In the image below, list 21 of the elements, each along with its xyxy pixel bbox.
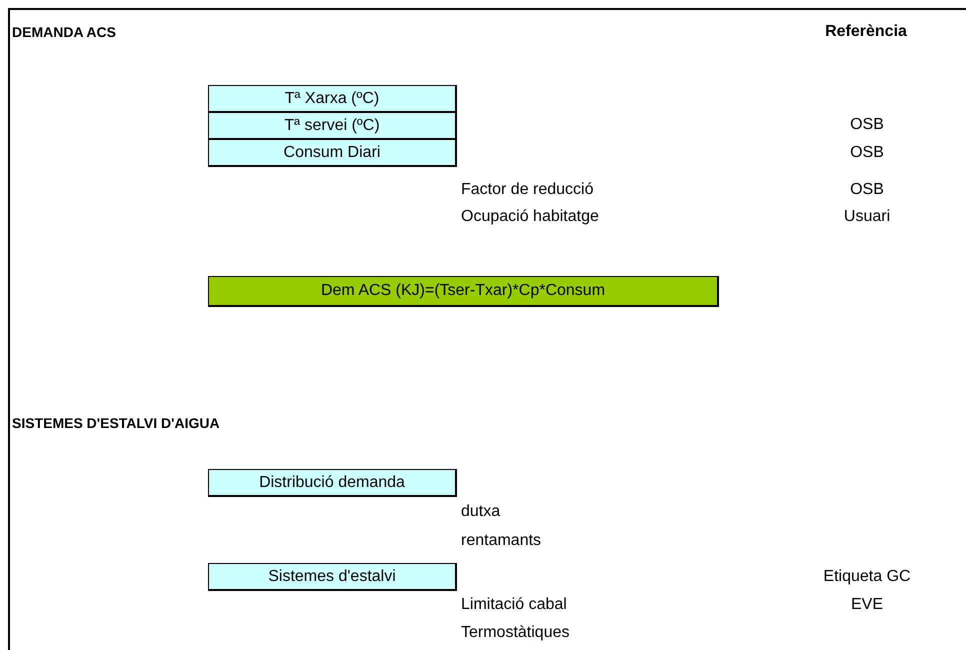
input-box: Tª Xarxa (ºC) <box>208 85 457 113</box>
reference-text: Usuari <box>844 207 890 227</box>
column-heading: Referència <box>825 22 907 42</box>
reference-text: Etiqueta GC <box>823 567 911 587</box>
section-heading: SISTEMES D'ESTALVI D'AIGUA <box>12 414 220 433</box>
item-text: dutxa <box>461 502 500 522</box>
item-text: rentamants <box>461 531 542 551</box>
reference-text: OSB <box>850 115 884 135</box>
reference-text: OSB <box>850 143 884 163</box>
input-box: Distribució demanda <box>208 469 457 497</box>
reference-text: EVE <box>851 595 883 615</box>
item-text: Limitació cabal <box>461 595 567 615</box>
formula-box: Dem ACS (KJ)=(Tser-Txar)*Cp*Consum <box>208 276 719 307</box>
item-text: Termostàtiques <box>461 623 570 643</box>
reference-text: OSB <box>850 180 884 200</box>
input-box: Consum Diari <box>208 139 457 167</box>
item-text: Ocupació habitatge <box>461 207 599 227</box>
input-box: Sistemes d'estalvi <box>208 563 457 591</box>
section-heading: DEMANDA ACS <box>12 23 116 42</box>
input-box: Tª servei (ºC) <box>208 112 457 140</box>
item-text: Factor de reducció <box>461 180 594 200</box>
